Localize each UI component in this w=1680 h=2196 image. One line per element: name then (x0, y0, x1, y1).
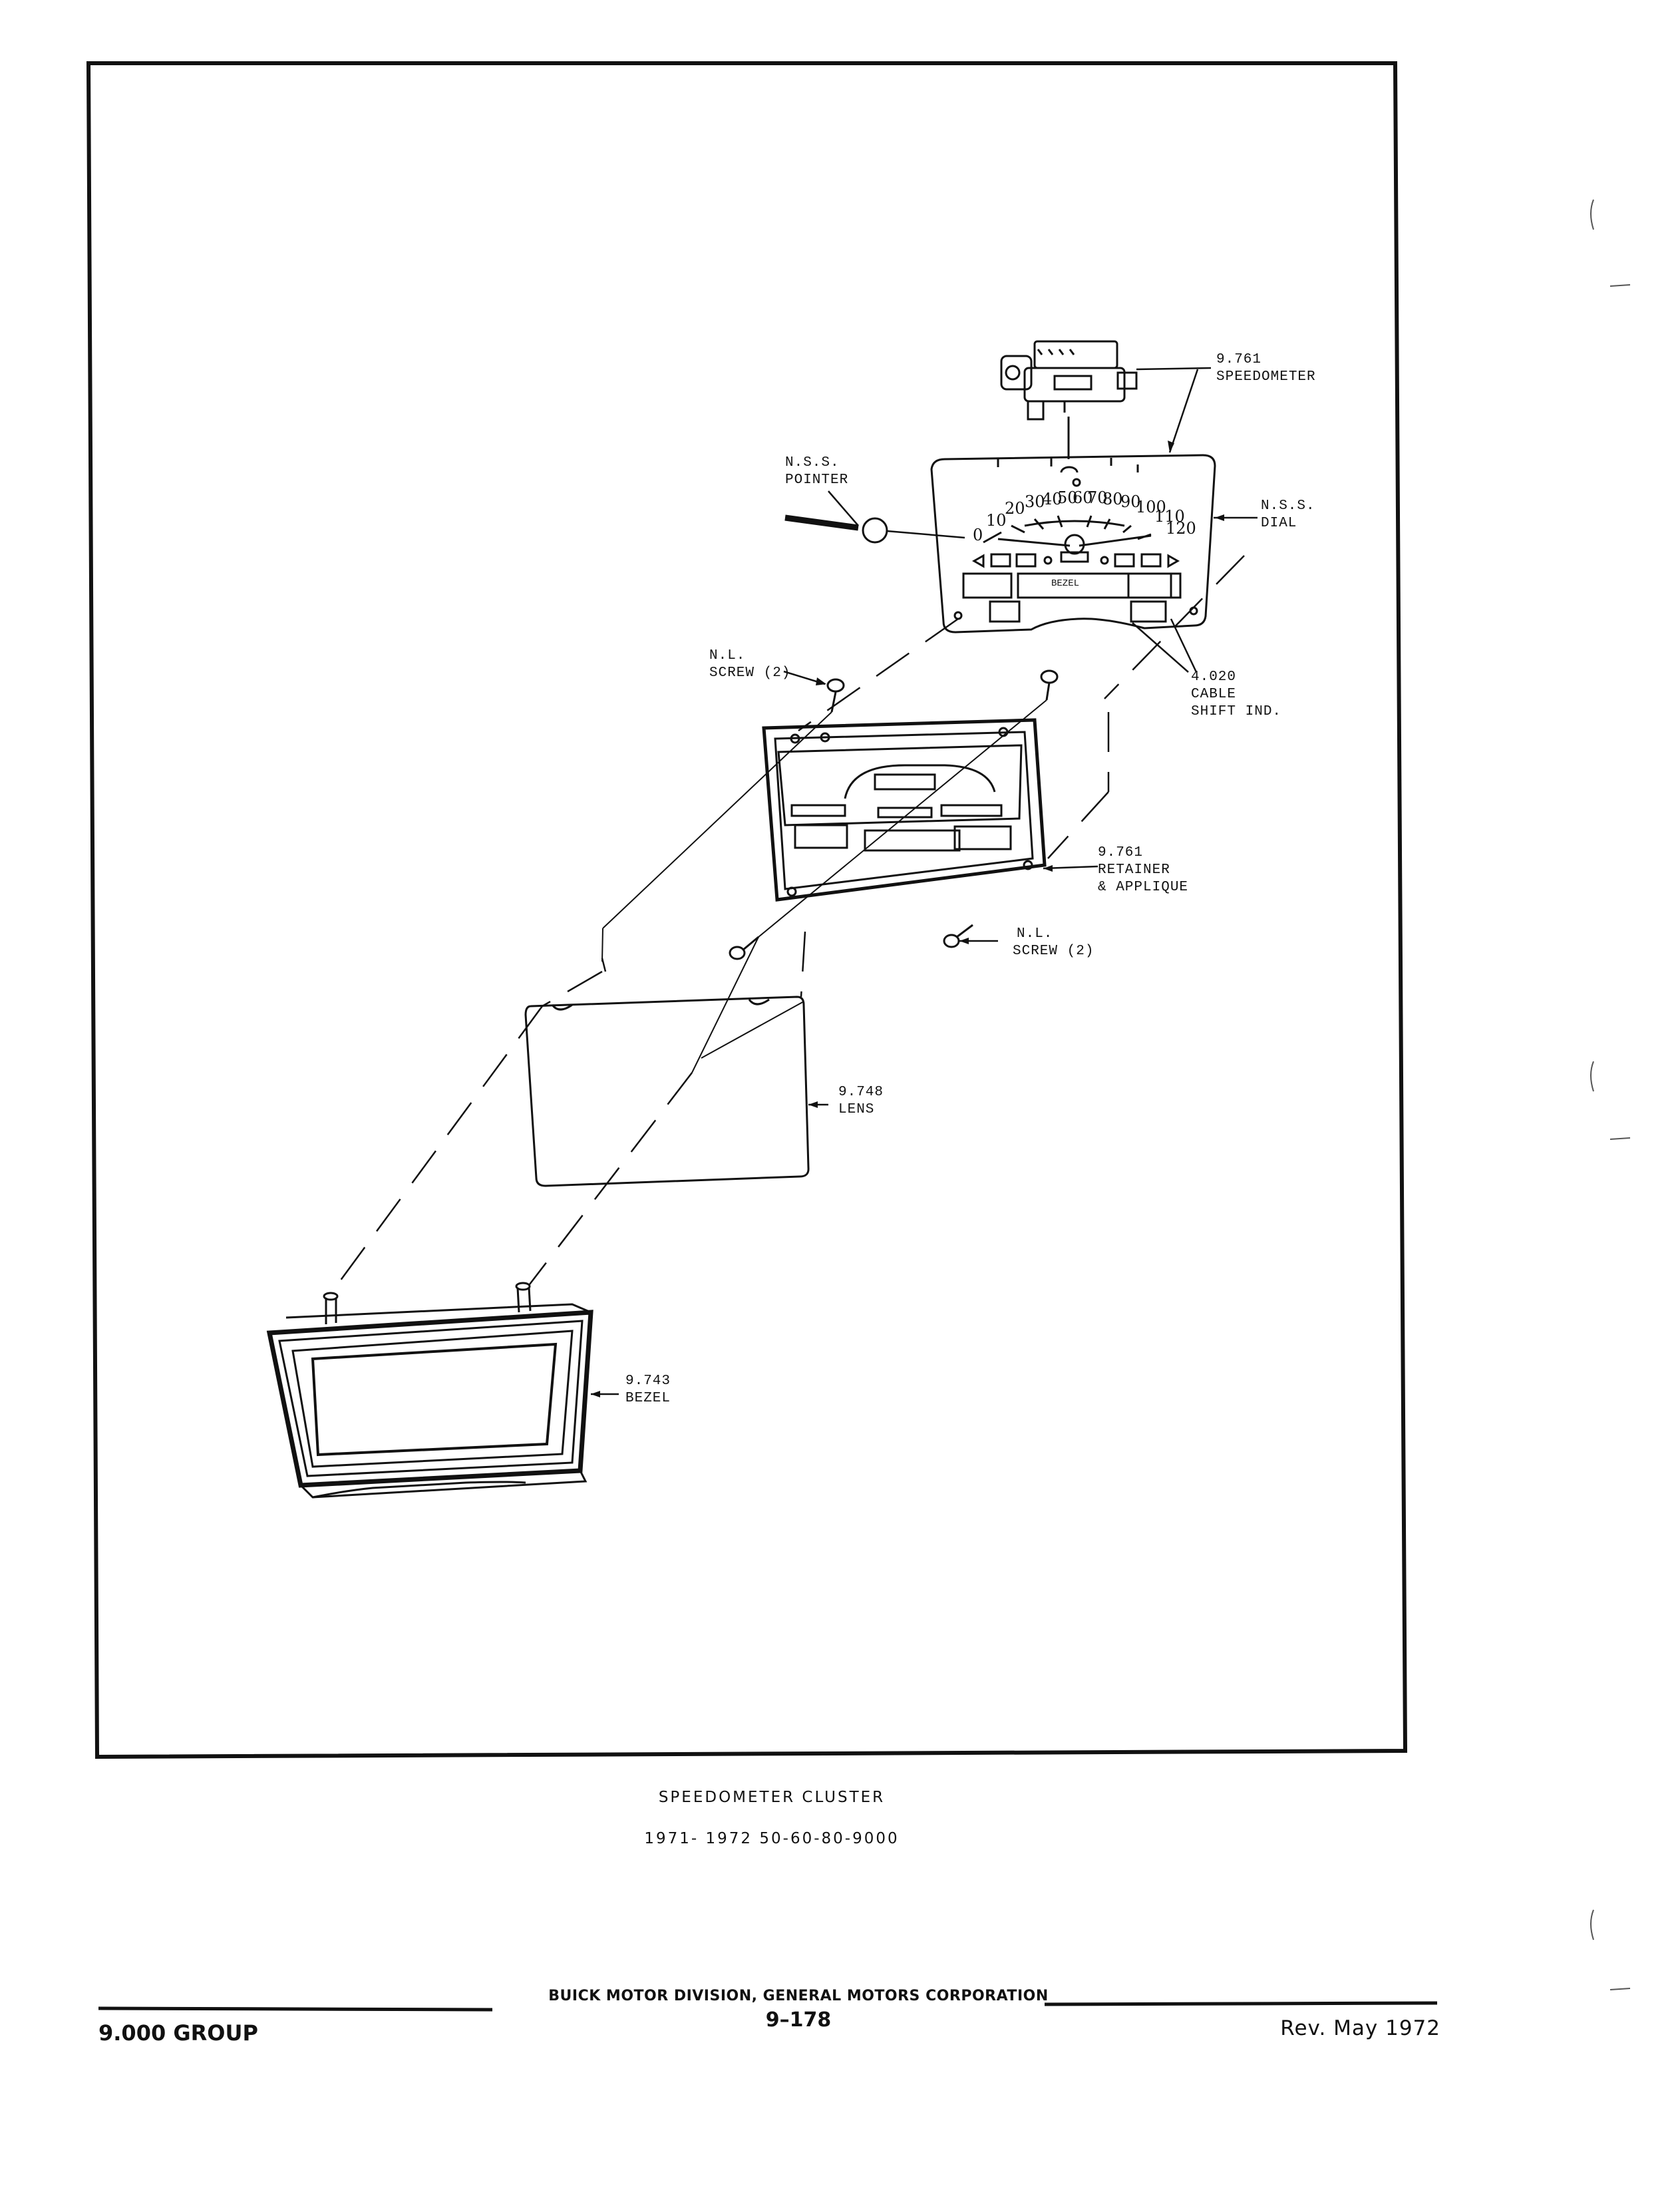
lens-code: 9.748 (838, 1085, 884, 1100)
dial-tick: 80 (1102, 490, 1123, 508)
dial-tick: 20 (1005, 499, 1025, 518)
guide-lines (601, 699, 1047, 1073)
dial-tick: 110 (1154, 507, 1185, 526)
screw-lower-left (729, 936, 759, 960)
dial-details (953, 478, 1198, 623)
footer-center: BUICK MOTOR DIVISION, GENERAL MOTORS COR… (399, 1988, 1198, 2032)
dial-tick: 0 (973, 526, 983, 544)
dial-tick-labels: 0 10 20 30 40 50 60 70 80 90 100 110 120 (973, 488, 1196, 544)
pointer-code: N.S.S. (785, 455, 840, 470)
lens-label: LENS (838, 1102, 874, 1117)
dial-code: N.S.S. (1261, 498, 1315, 514)
cable-label-sub: SHIFT IND. (1191, 704, 1281, 719)
dial-tick: 100 (1136, 498, 1166, 516)
footer-group-label: 9.000 GROUP (98, 2020, 258, 2046)
dial-tick: 70 (1087, 488, 1108, 507)
pointer-label: POINTER (785, 472, 848, 488)
footer-rule-left (98, 2006, 493, 2012)
figure-caption-title: SPEEDOMETER CLUSTER (658, 1789, 886, 1806)
footer-revision: Rev. May 1972 (1280, 2016, 1440, 2040)
figure-caption-subtitle: 1971- 1972 50-60-80-9000 (644, 1830, 900, 1847)
dial-tick: 120 (1166, 519, 1196, 538)
dial-bottom-text: BEZEL (1051, 578, 1079, 589)
speedometer-code: 9.761 (1216, 352, 1261, 367)
bezel-part (266, 1282, 593, 1499)
dial-tick: 10 (986, 511, 1007, 530)
cable-code: 4.020 (1191, 669, 1236, 685)
screw-upper-left (826, 678, 845, 713)
screw-upper-right (1040, 669, 1059, 701)
cable-label: CABLE (1191, 687, 1236, 702)
dial-tick: 60 (1073, 488, 1093, 507)
dial-tick: 50 (1057, 488, 1078, 507)
screw-upper-label: SCREW (2) (709, 665, 790, 681)
pointer-part (784, 514, 965, 544)
margin-marks (1590, 199, 1631, 1990)
speedometer-label: SPEEDOMETER (1216, 369, 1316, 385)
dial-plate (930, 454, 1216, 634)
speedometer-head (1000, 340, 1138, 421)
screw-lower-right (943, 924, 973, 948)
screw-upper-code: N.L. (709, 648, 745, 663)
dial-tick: 40 (1042, 490, 1063, 508)
footer-page-number: 9–178 (765, 2008, 832, 2032)
retainer-applique (762, 718, 1047, 902)
alignment-lines (331, 555, 1245, 1292)
diagram-border (86, 61, 1408, 1759)
bezel-label: BEZEL (625, 1391, 671, 1406)
dial-tick: 30 (1025, 492, 1045, 511)
footer-rule-right (1044, 2001, 1438, 2006)
dial-label: DIAL (1261, 516, 1297, 531)
footer-corporation: BUICK MOTOR DIVISION, GENERAL MOTORS COR… (548, 1988, 1049, 2004)
retainer-label-sub: & APPLIQUE (1098, 880, 1188, 895)
retainer-label: RETAINER (1098, 862, 1170, 878)
screw-lower-code: N.L. (1017, 926, 1053, 942)
bezel-code: 9.743 (625, 1373, 671, 1389)
retainer-code: 9.761 (1098, 845, 1143, 860)
dial-tick: 90 (1120, 492, 1141, 511)
screw-lower-label: SCREW (2) (1013, 944, 1094, 959)
lens-part (524, 996, 810, 1187)
